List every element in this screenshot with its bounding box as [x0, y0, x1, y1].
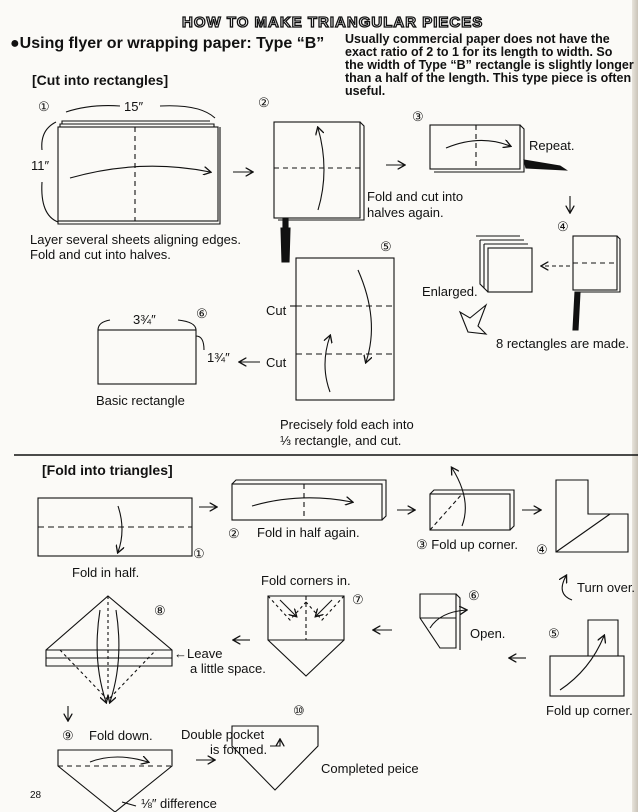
page-title: HOW TO MAKE TRIANGULAR PIECES: [181, 13, 484, 31]
step-number: ②: [228, 526, 240, 541]
step-number: ⑩: [293, 703, 305, 718]
tri-step7-corners-in: [234, 595, 345, 677]
fold-up-corner-label: Fold up corner.: [431, 537, 518, 552]
note-line: useful.: [345, 84, 386, 98]
precisely-line: Precisely fold each into: [280, 417, 414, 432]
fold-cut-again-line: halves again.: [367, 205, 444, 220]
dimension-label: 15″: [124, 99, 144, 114]
step-number: ⑦: [352, 592, 364, 607]
tri-step4-L-shape: [555, 479, 629, 553]
step3-quarter-sheet: [429, 124, 570, 212]
step-number: ③ Fold up corner.: [416, 537, 518, 553]
open-label: Open.: [470, 626, 506, 641]
step-number: ②: [258, 95, 270, 110]
step1-stacked-sheets: [41, 105, 221, 225]
fold-half-again-label: Fold in half again.: [257, 525, 360, 540]
step-number: ④: [536, 542, 548, 557]
double-pocket-line: Double pocket: [181, 727, 265, 742]
step5-strip-cut-in-thirds: [290, 257, 395, 401]
dimension-label: 1¾″: [207, 350, 230, 365]
note-line: than a half of the length. This type pie…: [345, 71, 632, 85]
precisely-line: ⅓ rectangle, and cut.: [280, 433, 402, 448]
fold-cut-again-line: Fold and cut into: [367, 189, 464, 204]
book-spine-shadow: [632, 0, 638, 812]
note-line: exact ratio of 2 to 1 for its length to …: [345, 45, 613, 59]
step6-basic-rectangle: [97, 319, 260, 385]
section-heading-triangles: [Fold into triangles]: [42, 462, 173, 478]
step-number: ⑨: [62, 728, 74, 743]
turn-over-label: Turn over.: [577, 580, 636, 595]
fold-corners-in-label: Fold corners in.: [261, 573, 351, 588]
repeat-label: Repeat.: [529, 138, 575, 153]
step-number: ⑤: [380, 239, 392, 254]
subtitle: ●Using flyer or wrapping paper: Type “B”: [10, 35, 325, 52]
step2-half-sheet: [273, 121, 365, 263]
step-number: ⑧: [154, 603, 166, 618]
basic-rectangle-label: Basic rectangle: [96, 393, 185, 408]
tri-step3-corner: [429, 468, 515, 531]
cut-label: Cut: [266, 303, 287, 318]
step-number: ①: [193, 546, 205, 561]
leave-space-line: ←Leave: [174, 646, 223, 661]
tri-step10-completed: [231, 725, 319, 791]
step-number: ①: [38, 99, 50, 114]
layer-text-line: Fold and cut into halves.: [30, 247, 171, 262]
dimension-label: 3¾″: [133, 312, 156, 327]
tri-step8-triangle: [45, 595, 173, 702]
note-line: Usually commercial paper does not have t…: [345, 32, 610, 46]
leave-space-line: a little space.: [190, 661, 266, 676]
step4-cut-pieces: [458, 235, 621, 335]
tri-step1-rectangle: [37, 497, 193, 557]
step-number: ⑥: [196, 306, 208, 321]
double-pocket-line: is formed.: [210, 742, 268, 757]
fold-down-label: Fold down.: [89, 728, 153, 743]
difference-label: ⅛″ difference: [141, 796, 217, 811]
section-heading-rectangles: [Cut into rectangles]: [32, 72, 169, 88]
enlarged-label: Enlarged.: [422, 284, 478, 299]
page-number: 28: [30, 790, 42, 801]
step-number: ③: [412, 109, 424, 124]
tri-step5: [510, 619, 625, 697]
note-line: the width of Type “B” rectangle is sligh…: [345, 58, 634, 72]
tri-step6-open: [374, 593, 466, 650]
step-number: ④: [557, 219, 569, 234]
dimension-label: 11″: [31, 158, 50, 173]
intro-note: Usually commercial paper does not have t…: [345, 33, 638, 98]
step-number: ⑤: [548, 626, 560, 641]
fold-half-label: Fold in half.: [72, 565, 140, 580]
eight-rectangles-label: 8 rectangles are made.: [496, 336, 629, 351]
layer-text-line: Layer several sheets aligning edges.: [30, 232, 242, 247]
fold-up-corner-label: Fold up corner.: [546, 703, 633, 718]
cut-label: Cut: [266, 355, 287, 370]
tri-step2-folded: [231, 479, 387, 521]
completed-piece-label: Completed peice: [321, 761, 419, 776]
step-number: ③: [416, 537, 428, 552]
step-number: ⑥: [468, 588, 480, 603]
tri-step9-fold-down: [57, 749, 214, 812]
